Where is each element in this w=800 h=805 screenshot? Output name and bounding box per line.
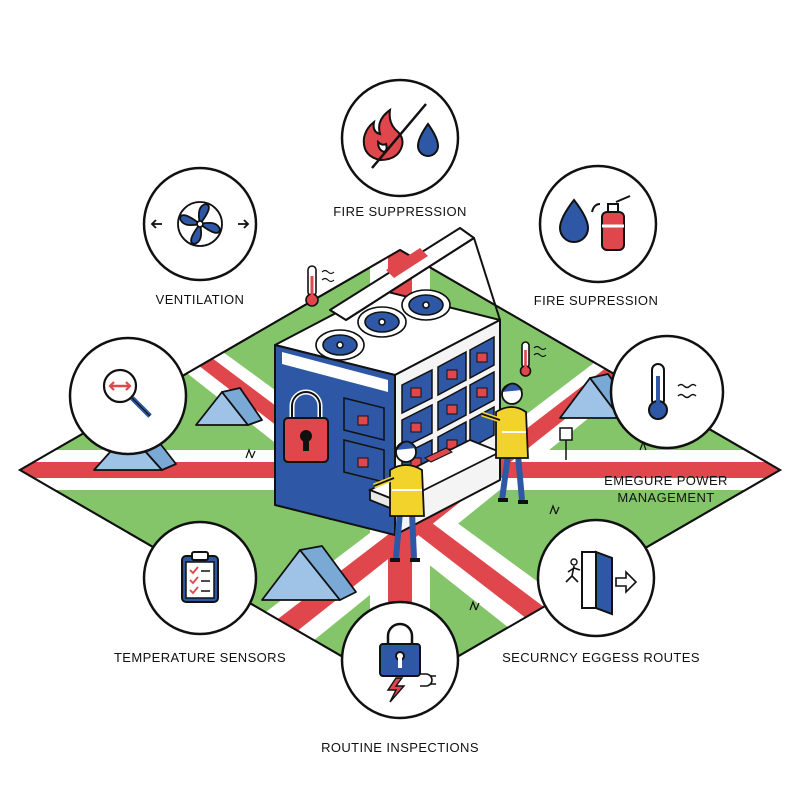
- label-temperature-sensors: TEMPERATURE SENSORS: [113, 650, 287, 665]
- fan-icon: [357, 306, 407, 338]
- padlock-lightning-plug-icon: [379, 622, 436, 703]
- label-fire-suppression-top: FIRE SUPPRESSION: [333, 204, 467, 219]
- label-egress-routes: SECURNCY EGGESS ROUTES: [502, 650, 700, 665]
- fan-arrows-icon: [150, 201, 250, 247]
- node-fire-supression-right: [538, 164, 658, 284]
- node-temperature-sensors: [142, 520, 258, 636]
- padlock-icon: [283, 389, 329, 463]
- signpost-icon: [559, 427, 573, 460]
- thermometer-icon: [519, 341, 547, 377]
- label-fire-supression-right: FIRE SUPRESSION: [533, 293, 659, 308]
- node-routine-inspections: [340, 600, 460, 720]
- magnifier-arrows-icon: [102, 368, 152, 418]
- node-ventilation: [142, 166, 258, 282]
- no-fire-water-drop-icon: [362, 103, 440, 169]
- exit-door-icon: [565, 550, 638, 616]
- label-power-management: EMEGURE POWER MANAGEMENT: [604, 473, 728, 505]
- tent-icon: [195, 387, 263, 426]
- node-magnifier: [68, 336, 188, 456]
- water-drop-extinguisher-icon: [558, 195, 631, 251]
- thermometer-heat-icon: [648, 363, 697, 420]
- thermometer-icon: [305, 265, 335, 307]
- node-egress-routes: [536, 518, 656, 638]
- node-fire-suppression-top: [340, 78, 460, 198]
- tent-icon: [261, 545, 357, 601]
- technician-figure: [481, 382, 529, 504]
- small-padlock-icons: [357, 352, 488, 468]
- node-power-management: [609, 334, 725, 450]
- label-ventilation: VENTILATION: [155, 292, 245, 307]
- fan-icon: [401, 289, 451, 321]
- clipboard-checklist-icon: [181, 551, 219, 603]
- label-routine-inspections: ROUTINE INSPECTIONS: [321, 740, 479, 755]
- technician-figure: [373, 440, 425, 562]
- fan-icon: [315, 329, 365, 361]
